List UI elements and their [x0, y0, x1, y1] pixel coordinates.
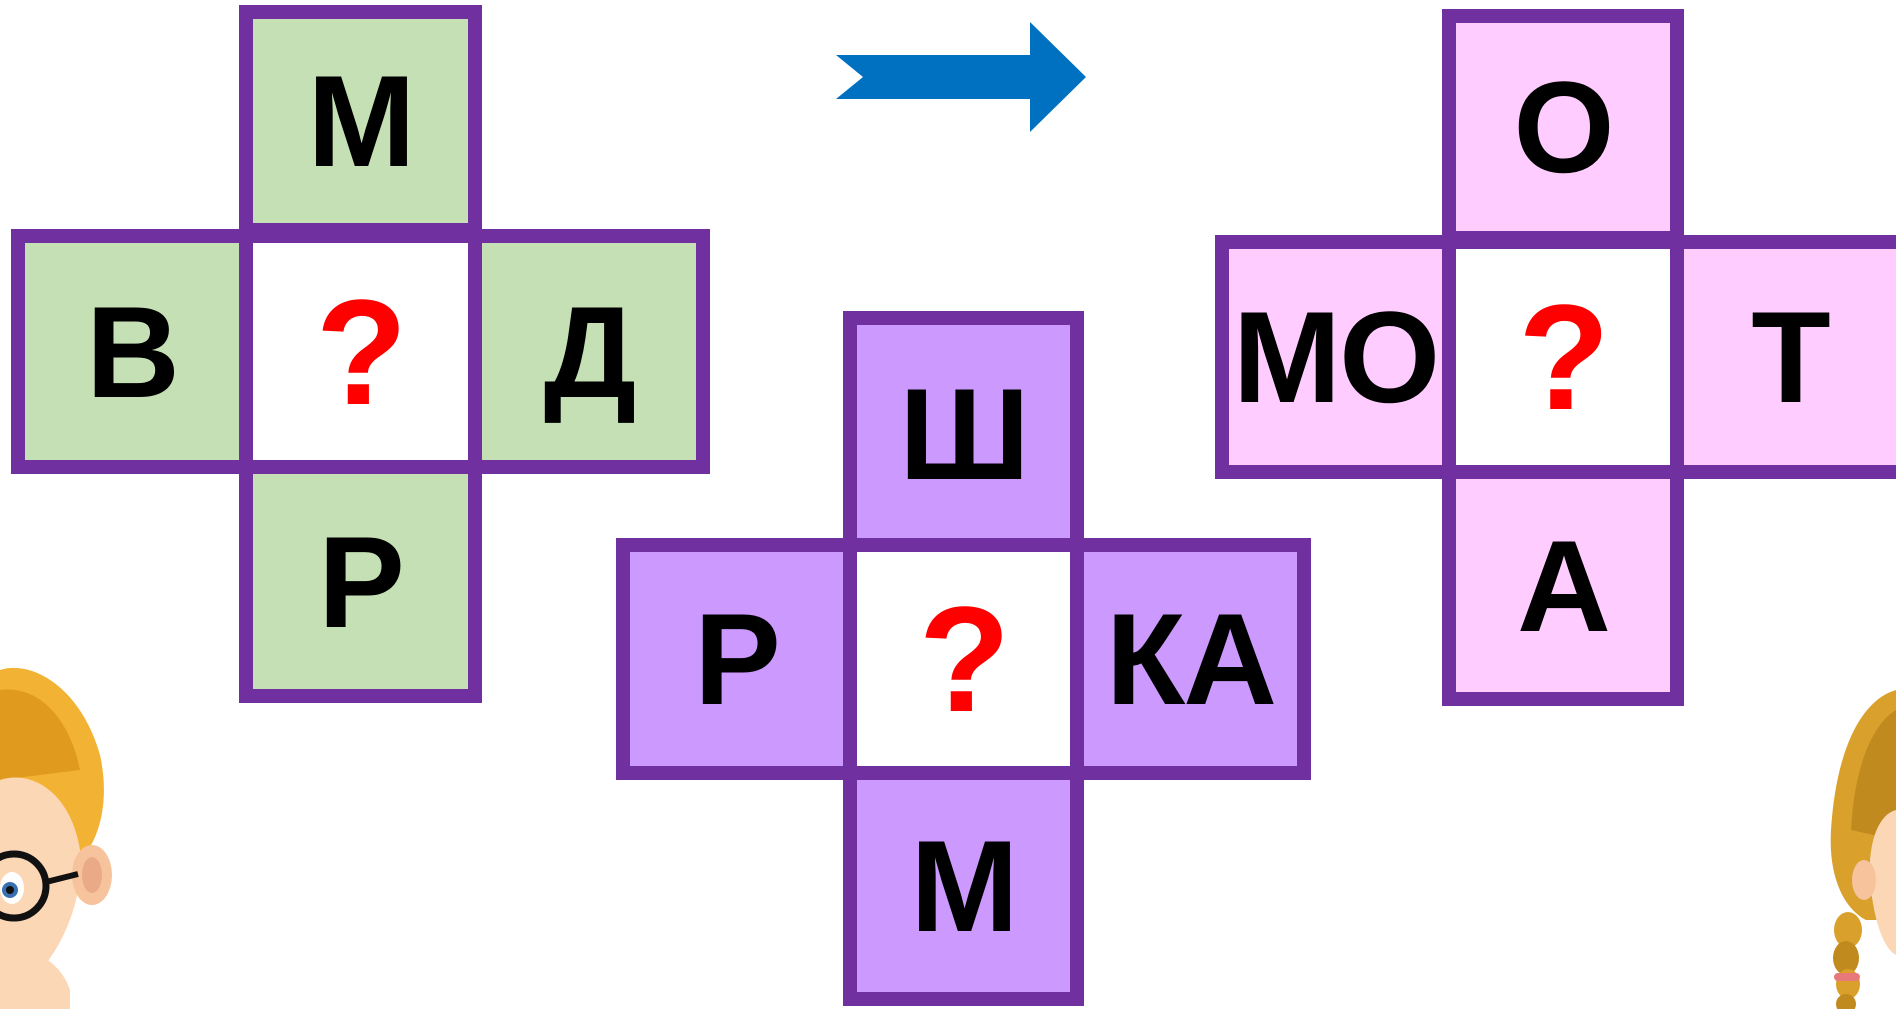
puzzle1-letter-bottom: Р [318, 508, 405, 655]
puzzle2-letter-right: КА [1105, 586, 1277, 732]
puzzle2-cell-bottom: М [843, 766, 1084, 1006]
puzzle1-letter-top: М [307, 48, 415, 194]
puzzle3-cell-right: Т [1670, 235, 1896, 479]
puzzle3-letter-left: МО [1232, 284, 1440, 430]
puzzle1-cell-bottom: Р [239, 460, 482, 703]
puzzle3-cell-bottom: А [1442, 465, 1684, 706]
puzzle1-letter-right: Д [543, 278, 637, 425]
puzzle2-letter-top: Ш [899, 360, 1030, 507]
puzzle2-cell-top: Ш [843, 311, 1084, 556]
puzzle2-letter-left: Р [694, 586, 781, 732]
puzzle1-cell-top: М [239, 5, 482, 237]
puzzle3-cell-top: О [1442, 9, 1684, 245]
puzzle2-letter-bottom: М [910, 813, 1018, 959]
puzzle3-cell-left: МО [1215, 235, 1456, 479]
puzzle3-letter-top: О [1513, 54, 1614, 200]
boy-character [0, 667, 112, 1009]
girl-character [1830, 690, 1896, 1009]
puzzle2-cell-left: Р [616, 538, 857, 780]
puzzle3-letter-right: Т [1751, 284, 1830, 430]
puzzle3-cell-center[interactable]: ? [1442, 235, 1684, 479]
right-arrow-icon [836, 22, 1086, 132]
puzzle1-cell-center[interactable]: ? [239, 229, 482, 474]
puzzle2-question-mark: ? [918, 575, 1011, 743]
puzzle1-cell-right: Д [468, 229, 710, 474]
puzzle1-letter-left: В [86, 278, 180, 425]
puzzle2-cell-right: КА [1070, 538, 1311, 780]
puzzle1-question-mark: ? [315, 267, 408, 436]
puzzle2-cell-center[interactable]: ? [843, 538, 1084, 780]
puzzle3-question-mark: ? [1518, 273, 1610, 441]
puzzle1-cell-left: В [11, 229, 253, 474]
puzzle3-letter-bottom: А [1517, 512, 1611, 659]
